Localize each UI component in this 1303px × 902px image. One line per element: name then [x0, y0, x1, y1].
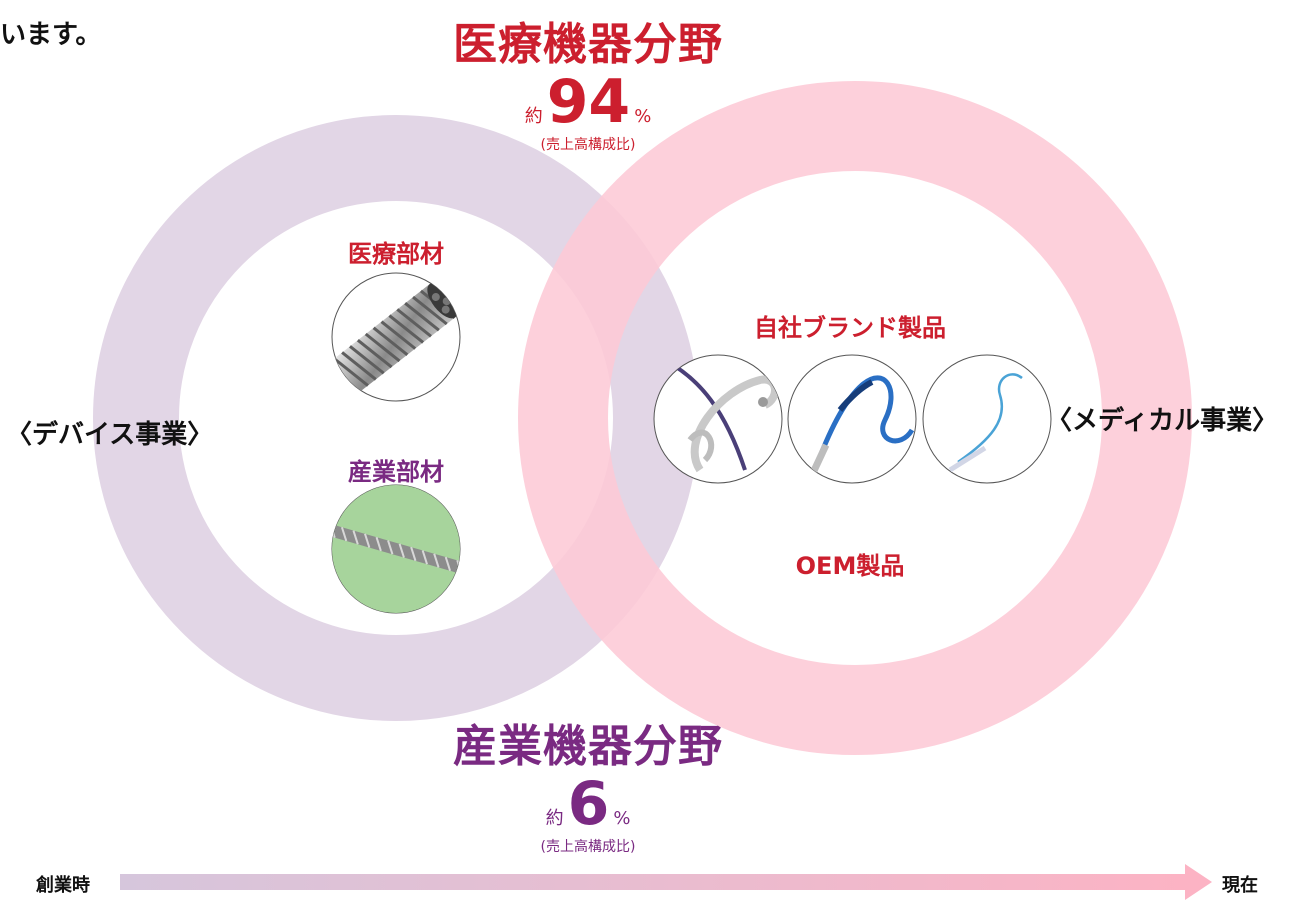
timeline-arrow — [120, 864, 1212, 900]
industrial-material-image — [331, 484, 461, 614]
medical-field-block: 医療機器分野 約 94 % (売上高構成比) — [453, 8, 723, 154]
intro-text: います。 — [0, 20, 102, 50]
timeline-end-label: 現在 — [1222, 875, 1258, 896]
own-brand-products-label: 自社ブランド製品 — [754, 314, 946, 342]
timeline-start-label: 創業時 — [36, 875, 90, 896]
medical-field-unit: % — [634, 106, 652, 127]
medical-field-share: 約 94 % — [453, 72, 723, 132]
industrial-field-title: 産業機器分野 — [453, 721, 723, 772]
industrial-material-label: 産業部材 — [348, 458, 444, 486]
industrial-field-note: (売上高構成比) — [540, 839, 636, 855]
industrial-field-prefix: 約 — [545, 808, 564, 829]
medical-business-ring — [518, 81, 1192, 755]
medical-field-prefix: 約 — [524, 106, 543, 127]
medical-material-image — [331, 272, 461, 402]
brand-product-2-image — [787, 354, 917, 484]
industrial-field-unit: % — [613, 808, 631, 829]
medical-material-label: 医療部材 — [348, 240, 444, 268]
oem-products-label: OEM製品 — [795, 552, 905, 580]
brand-product-1-image — [653, 354, 783, 484]
medical-field-value: 94 — [546, 67, 631, 137]
industrial-field-block: 産業機器分野 約 6 % (売上高構成比) — [453, 710, 723, 856]
device-business-label: 〈デバイス事業〉 — [6, 420, 214, 450]
industrial-field-value: 6 — [567, 769, 610, 839]
industrial-field-share: 約 6 % — [453, 774, 723, 834]
brand-product-3-image — [922, 354, 1052, 484]
medical-field-title: 医療機器分野 — [453, 19, 723, 70]
medical-field-note: (売上高構成比) — [540, 137, 636, 153]
medical-business-label: 〈メディカル事業〉 — [1046, 406, 1279, 436]
